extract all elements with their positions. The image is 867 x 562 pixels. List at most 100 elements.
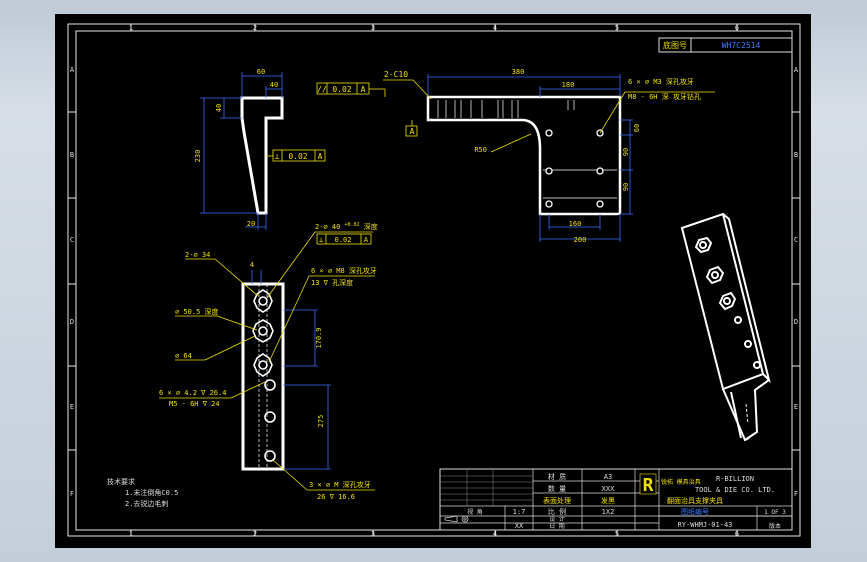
front-callout-7: 3 × ∅ M 深孔攻牙 26 ∇ 16.6 <box>272 459 375 501</box>
col-bottom-6: 6 <box>735 530 739 538</box>
front-callout-3: 6 × ∅ M8 深孔攻牙 13 ∇ 孔深度 <box>268 266 377 363</box>
top-dim-right-h: 60 <box>633 124 641 132</box>
top-view-bolt-holes <box>545 129 604 208</box>
front-perp-datum: A <box>364 236 369 244</box>
col-bottom-5: 5 <box>615 530 619 538</box>
tb-scale-label: 比 例 <box>548 507 566 516</box>
drawing-canvas: 1 2 3 4 5 6 1 2 3 4 5 6 A B C D E F A B … <box>67 23 801 538</box>
title-block-revision-rows <box>440 469 533 506</box>
front-callout-1b: +0.02 <box>345 222 360 228</box>
tb-drawing-no: RY-WHMJ-01-43 <box>678 521 733 529</box>
top-dim-sub-length: 180 <box>562 81 575 89</box>
row-right-c: C <box>794 236 798 244</box>
front-view-outline <box>241 282 285 471</box>
col-top-5: 5 <box>615 24 619 32</box>
front-callout-2: 2-∅ 34 <box>185 251 259 297</box>
technical-notes: 技术要求 1.未注倒角C0.5 2.去锐边毛刺 <box>107 477 178 508</box>
row-right-d: D <box>794 318 798 326</box>
top-view-outline <box>426 95 622 216</box>
top-chamfer: 2-C10 <box>384 70 408 79</box>
tb-page-label: 版本 <box>769 522 781 530</box>
drawing-sheet: 1 2 3 4 5 6 1 2 3 4 5 6 A B C D E F A B … <box>55 14 811 548</box>
row-left-e: E <box>70 403 74 411</box>
title-block: 材 质 A3 数 量 XXX 表面处理 发黑 比 例 1X2 设 计 日 期 1… <box>439 468 793 531</box>
tb-process-label: 表面处理 <box>543 496 571 505</box>
side-dim-bottom: 20 <box>247 220 255 228</box>
tb-qty-label: 数 量 <box>548 484 566 493</box>
svg-text:⊥: ⊥ <box>275 152 280 161</box>
top-view: 380 180 60 90 90 160 200 2-C10 // 0.02 A… <box>316 68 715 244</box>
tb-material-value: A3 <box>604 473 612 481</box>
front-callout-6: 6 × ∅ 4.2 ∇ 26.4 M5 - 6H ∇ 24 <box>159 381 266 408</box>
front-view: 4 170.9 275 2-∅ 40 +0.02 深度 ⊥ 0.02 A 2-∅… <box>159 222 378 501</box>
row-left-b: B <box>70 151 74 159</box>
row-left-d: D <box>70 318 74 326</box>
top-chamfer-callout: 2-C10 <box>383 70 432 100</box>
top-radius: R50 <box>474 146 487 154</box>
isometric-view <box>680 212 771 442</box>
row-right-e: E <box>794 403 798 411</box>
company-logo-icon: R <box>639 473 657 496</box>
zone-labels: 1 2 3 4 5 6 1 2 3 4 5 6 A B C D E F A B … <box>70 24 799 538</box>
notes-line-2: 2.去锐边毛刺 <box>125 499 168 508</box>
front-view-hidden-lines <box>258 284 268 469</box>
col-top-2: 2 <box>253 24 257 32</box>
col-bottom-3: 3 <box>371 530 375 538</box>
svg-text:2-∅ 40 +0.02 深度: 2-∅ 40 +0.02 深度 <box>315 222 378 231</box>
top-parallel-frame: // 0.02 A <box>316 82 386 97</box>
code-box-label: 底图号 <box>663 40 687 50</box>
front-callout-7a: 3 × ∅ M 深孔攻牙 <box>309 480 371 489</box>
zone-markers <box>68 24 800 536</box>
side-tolerance-frame: ⊥ 0.02 A <box>266 149 326 162</box>
tb-qty-value: XXX <box>602 485 615 493</box>
tb-part-name: 翻面治具支撑夹具 <box>667 496 723 505</box>
notes-line-1: 1.未注倒角C0.5 <box>125 488 178 497</box>
top-radius-callout: R50 <box>474 133 532 154</box>
tb-logo-letter: R <box>643 475 654 496</box>
front-callout-1a: 2-∅ 40 <box>315 223 345 231</box>
front-callout-5: ∅ 64 <box>175 335 256 361</box>
front-callout-7b: 26 ∇ 16.6 <box>317 493 355 501</box>
side-tolerance-value: 0.02 <box>288 152 307 161</box>
top-view-holes <box>437 100 617 199</box>
tb-material-label: 材 质 <box>548 472 566 481</box>
front-callout-5-text: ∅ 64 <box>175 352 192 360</box>
top-holes-spec-1: 6 × ∅ M3 深孔攻牙 <box>628 77 694 86</box>
top-datum-box: A <box>410 127 415 136</box>
front-callout-4: ∅ 50.5 深度 <box>175 307 258 331</box>
svg-text:⊥: ⊥ <box>319 236 323 244</box>
top-parallel-datum: A <box>361 85 366 94</box>
tb-company-line1: R-BILLION <box>716 475 754 483</box>
projection-symbol-icon <box>444 515 469 523</box>
top-dim-right-v2: 90 <box>622 183 630 191</box>
tb-logo-cn: 锐拓 模具治具 <box>661 478 701 486</box>
tb-sheet-info: 1 OF 3 <box>764 509 786 516</box>
top-holes-callout: 6 × ∅ M3 深孔攻牙 M8 - 6H 深 攻牙钻孔 <box>599 77 715 134</box>
top-holes-spec-2: M8 - 6H 深 攻牙钻孔 <box>628 92 701 101</box>
col-top-3: 3 <box>371 24 375 32</box>
col-bottom-2: 2 <box>253 530 257 538</box>
tb-drawn-label: 设 计 <box>549 515 565 523</box>
front-view-gear-holes <box>252 289 274 377</box>
top-parallel-value: 0.02 <box>332 85 351 94</box>
front-callout-4-text: ∅ 50.5 深度 <box>175 307 219 316</box>
row-left-a: A <box>70 66 75 74</box>
tb-scale-value: 1X2 <box>602 508 615 516</box>
side-tolerance-datum: A <box>318 152 323 161</box>
col-bottom-1: 1 <box>129 530 133 538</box>
tb-proj-label: 视 角 <box>467 508 483 516</box>
row-left-c: C <box>70 236 74 244</box>
svg-text://: // <box>317 85 327 94</box>
tb-drawing-no-label: 图纸编号 <box>681 507 709 516</box>
top-dim-bottom-w2: 200 <box>574 236 587 244</box>
front-callout-1c: 深度 <box>360 222 378 231</box>
front-dim-vertical-1: 170.9 <box>315 327 323 348</box>
code-box-value: WH7C2514 <box>722 41 761 50</box>
side-dim-top: 60 <box>257 68 265 76</box>
front-callout-3a: 6 × ∅ M8 深孔攻牙 <box>311 266 377 275</box>
row-right-f: F <box>794 490 798 498</box>
front-dim-vertical-2: 275 <box>317 415 325 428</box>
side-dim-height: 230 <box>194 150 202 163</box>
col-top-4: 4 <box>493 24 497 32</box>
side-dim-top-inner: 40 <box>270 81 278 89</box>
